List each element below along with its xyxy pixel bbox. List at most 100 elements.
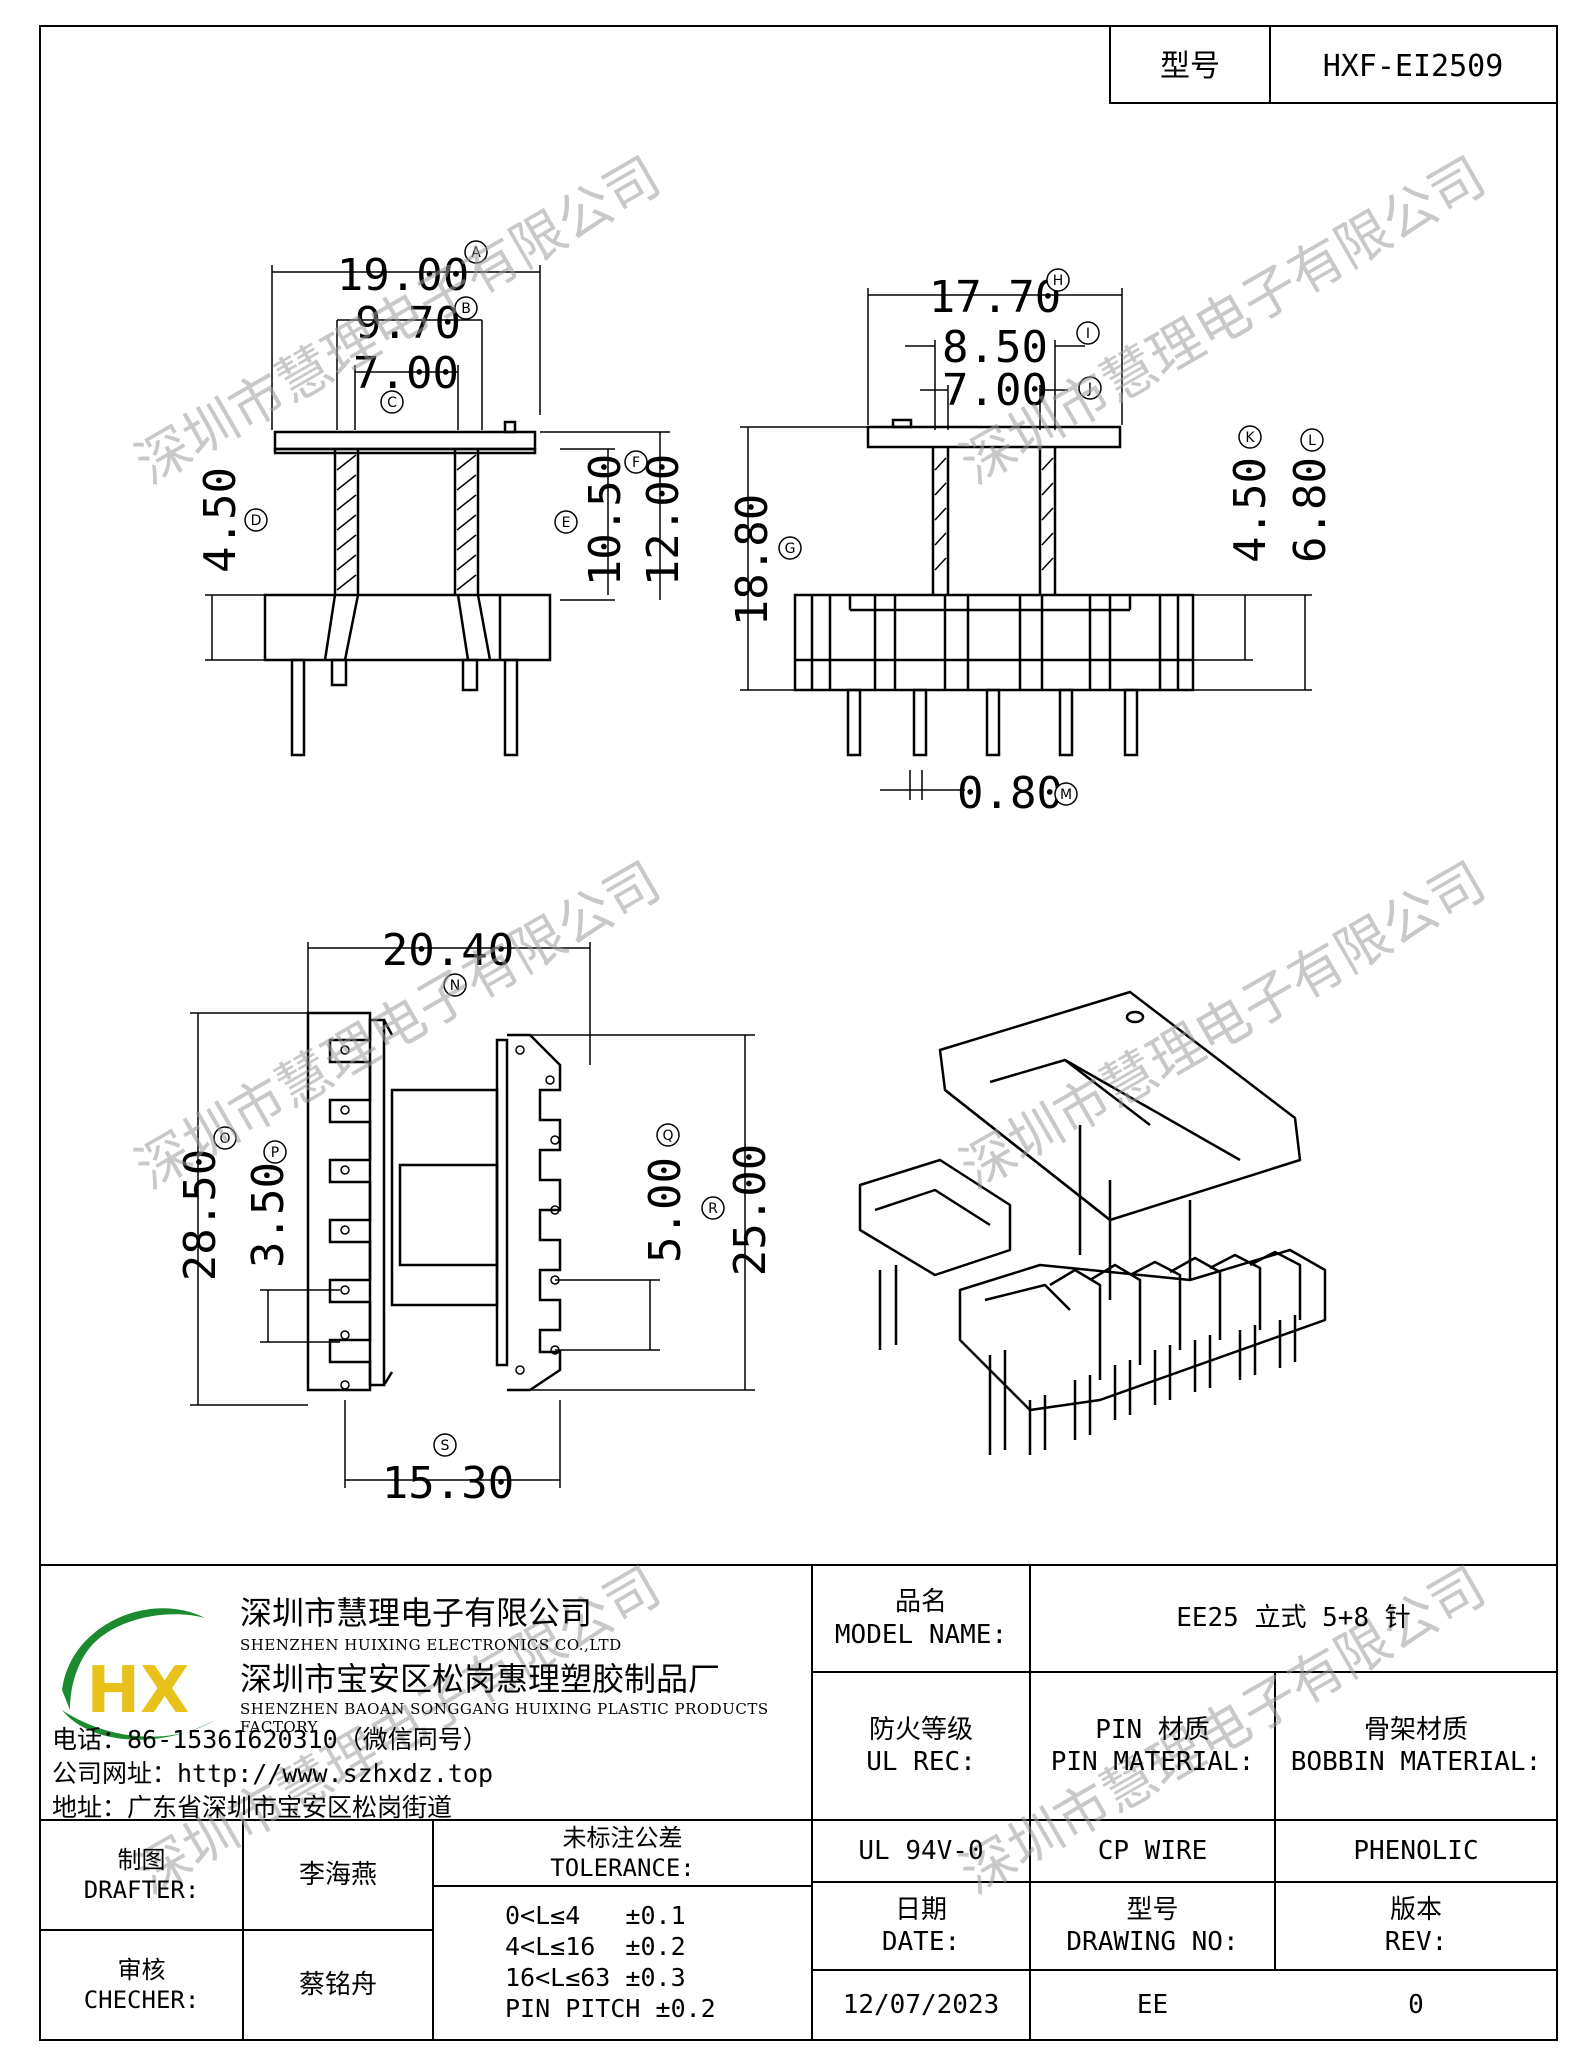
dim-label: 10.50 — [580, 454, 631, 586]
marker-e: E — [562, 515, 571, 531]
header-model-box — [1109, 25, 1558, 104]
marker-f: F — [632, 455, 640, 471]
bobbin-label-en: BOBBIN MATERIAL: — [1290, 1747, 1542, 1777]
dim-label: 19.00 — [337, 250, 469, 301]
marker-p: P — [271, 1145, 279, 1161]
date-value: 12/07/2023 — [842, 1989, 1000, 2020]
marker-r: R — [708, 1201, 718, 1217]
model-name-label-cn: 品名 — [894, 1587, 947, 1617]
title-block-grid — [40, 1564, 1557, 2040]
factory-name-en: SHENZHEN BAOAN SONGGANG HUIXING PLASTIC … — [240, 1700, 769, 1736]
dim-label: 6.80 — [1285, 457, 1336, 563]
dim-label: 18.80 — [727, 494, 778, 626]
checker-label: 审核 CHECHER: — [40, 1930, 243, 2040]
model-name-label: 品名 MODEL NAME: — [812, 1565, 1030, 1672]
drawing-no-value: EE — [1136, 1989, 1169, 2020]
tolerance-line: 16<L≤63 ±0.3 — [505, 1963, 686, 1992]
company-address: 地址：广东省深圳市宝安区松岗街道 — [52, 1793, 453, 1822]
dim-label: 28.50 — [175, 1149, 226, 1281]
marker-s: S — [441, 1438, 450, 1454]
drafter-label-cn: 制图 — [117, 1846, 166, 1874]
dim-label: 12.00 — [638, 454, 689, 586]
tolerance-line: PIN PITCH ±0.2 — [505, 1994, 716, 2023]
marker-b: B — [461, 301, 471, 317]
marker-m: M — [1060, 787, 1072, 803]
tolerance-label-en: TOLERANCE: — [550, 1854, 695, 1882]
front-view-labels: 19.00 9.70 7.00 4.50 10.50 12.00 A B C D… — [195, 240, 689, 586]
watermark-text: 深圳市慧理电子有限公司 — [125, 850, 671, 1202]
marker-h: H — [1053, 273, 1064, 289]
company-website: 公司网址：http://www.szhxdz.top — [52, 1759, 494, 1788]
isometric-view — [858, 990, 1327, 1455]
logo-text: HX — [87, 1654, 190, 1728]
checker-label-en: CHECHER: — [83, 1986, 200, 2014]
company-phone: 电话：86-15361620310（微信同号） — [52, 1725, 488, 1754]
dim-label: 25.00 — [725, 1144, 776, 1276]
tolerance-label-cn: 未标注公差 — [562, 1824, 683, 1852]
company-name-en: SHENZHEN HUIXING ELECTRONICS CO.,LTD — [240, 1636, 622, 1654]
pin-material-value: CP WIRE — [1097, 1835, 1208, 1866]
dim-label: 5.00 — [640, 1157, 691, 1263]
ul-rec-label: 防火等级 UL REC: — [812, 1672, 1030, 1820]
marker-a: A — [471, 245, 481, 261]
dim-label: 4.50 — [195, 467, 246, 573]
drawing-label-cn: 型号 — [1126, 1894, 1179, 1925]
tolerance-label: 未标注公差 TOLERANCE: — [433, 1820, 812, 1886]
bobbin-material-label: 骨架材质 BOBBIN MATERIAL: — [1275, 1672, 1557, 1820]
side-view — [740, 288, 1312, 800]
checker-value: 蔡铭舟 — [298, 1969, 377, 2000]
dim-label: 9.70 — [355, 298, 461, 349]
dim-label: 8.50 — [942, 322, 1048, 373]
company-logo: HX — [62, 1608, 215, 1740]
marker-d: D — [251, 513, 262, 529]
drafter-label-en: DRAFTER: — [83, 1876, 200, 1904]
marker-q: Q — [662, 1128, 673, 1144]
tolerance-line: 4<L≤16 ±0.2 — [505, 1932, 686, 1961]
date-label-cn: 日期 — [894, 1894, 947, 1925]
bobbin-material-value: PHENOLIC — [1353, 1835, 1479, 1866]
dim-label: 17.70 — [929, 272, 1061, 323]
marker-k: K — [1245, 430, 1255, 446]
bottom-view-labels: 20.40 28.50 3.50 5.00 25.00 15.30 N O P … — [175, 925, 776, 1509]
pin-label-en: PIN MATERIAL: — [1050, 1747, 1255, 1777]
marker-o: O — [219, 1131, 230, 1147]
bottom-view — [190, 942, 755, 1488]
drafter-label: 制图 DRAFTER: — [40, 1820, 243, 1930]
marker-i: I — [1086, 326, 1090, 342]
drawing-label-en: DRAWING NO: — [1066, 1927, 1239, 1957]
sheet-border — [39, 25, 1558, 2041]
ul-value: UL 94V-0 — [858, 1835, 984, 1866]
header-model-label: 型号 — [1160, 49, 1220, 84]
watermark-text: 深圳市慧理电子有限公司 — [125, 145, 671, 497]
dim-label: 15.30 — [382, 1458, 514, 1509]
tolerance-line: 0<L≤4 ±0.1 — [505, 1901, 686, 1930]
drafter-value: 李海燕 — [298, 1859, 377, 1890]
tolerance-list: 0<L≤4 ±0.1 4<L≤16 ±0.2 16<L≤63 ±0.3 PIN … — [505, 1900, 785, 2024]
dim-label: 7.00 — [353, 348, 459, 399]
rev-label: 版本 REV: — [1275, 1882, 1557, 1970]
rev-label-en: REV: — [1384, 1927, 1448, 1957]
model-name-value: EE25 立式 5+8 针 — [1176, 1603, 1411, 1634]
front-view — [205, 265, 670, 757]
dim-label: 20.40 — [382, 925, 514, 976]
drawing-no-label: 型号 DRAWING NO: — [1030, 1882, 1275, 1970]
company-info: 深圳市慧理电子有限公司 SHENZHEN HUIXING ELECTRONICS… — [52, 1572, 812, 1832]
marker-l: L — [1308, 433, 1316, 449]
header-model-value: HXF-EI2509 — [1323, 49, 1504, 84]
bobbin-label-cn: 骨架材质 — [1363, 1714, 1468, 1745]
dim-label: 7.00 — [942, 365, 1048, 416]
model-name-label-en: MODEL NAME: — [834, 1619, 1008, 1650]
side-view-labels: 17.70 8.50 7.00 18.80 4.50 6.80 0.80 H I… — [727, 268, 1336, 819]
ul-label-cn: 防火等级 — [868, 1714, 973, 1745]
marker-n: N — [450, 978, 460, 994]
dim-label: 0.80 — [957, 768, 1063, 819]
date-label-en: DATE: — [881, 1927, 961, 1957]
pin-label-cn: PIN 材质 — [1095, 1714, 1210, 1745]
marker-g: G — [785, 541, 796, 557]
dim-label: 4.50 — [1225, 457, 1276, 563]
watermark-text: 深圳市慧理电子有限公司 — [950, 850, 1496, 1202]
pin-material-label: PIN 材质 PIN MATERIAL: — [1030, 1672, 1275, 1820]
marker-c: C — [387, 395, 397, 411]
dim-label: 3.50 — [243, 1162, 294, 1268]
